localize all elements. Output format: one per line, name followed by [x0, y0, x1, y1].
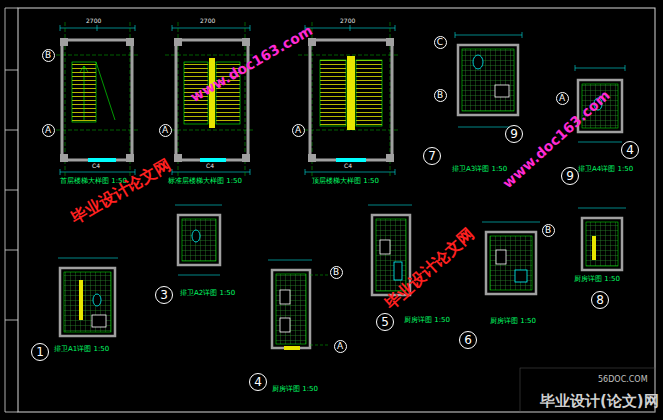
- dimension: 2700: [340, 18, 355, 25]
- axis-bubble: C: [434, 36, 447, 49]
- axis-letter: A: [559, 94, 565, 103]
- callout-number: 6: [464, 334, 472, 346]
- callout-number: 4: [254, 376, 262, 388]
- drawing-title: 厨房详图 1:50: [490, 318, 536, 326]
- axis-letter: B: [333, 268, 339, 277]
- window-tag: C4: [344, 163, 352, 170]
- axis-letter: C: [437, 38, 443, 47]
- logo-url: 56DOC.COM: [598, 376, 648, 385]
- axis-bubble: A: [42, 124, 55, 137]
- window-tag: C4: [206, 163, 214, 170]
- dimension: 2700: [200, 18, 215, 25]
- axis-letter: B: [45, 51, 51, 60]
- axis-bubble: B: [434, 89, 447, 102]
- callout-number: 9: [510, 128, 518, 140]
- axis-bubble: A: [159, 124, 172, 137]
- axis-bubble: A: [556, 92, 569, 105]
- axis-bubble: B: [330, 266, 343, 279]
- drawing-title: 排卫A4详图 1:50: [578, 166, 633, 174]
- callout-number: 3: [160, 289, 168, 301]
- detail-number-bubble: 9: [505, 125, 523, 143]
- window-tag: C4: [92, 163, 100, 170]
- drawing-title: 厨房详图 1:50: [574, 276, 620, 284]
- callout-number: 4: [626, 144, 634, 156]
- detail-number-bubble: 9: [561, 167, 579, 185]
- callout-number: 1: [36, 346, 44, 358]
- detail-number-bubble: 3: [155, 286, 173, 304]
- detail-number-bubble: 8: [591, 291, 609, 309]
- drawing-title: 排卫A3详图 1:50: [452, 166, 507, 174]
- axis-letter: A: [162, 126, 168, 135]
- drawing-title: 厨房详图 1:50: [404, 317, 450, 325]
- drawing-title: 标准层楼梯大样图 1:50: [168, 178, 242, 186]
- drawing-title: 排卫A1详图 1:50: [54, 346, 109, 354]
- dimension: 2700: [86, 18, 101, 25]
- axis-letter: A: [295, 126, 301, 135]
- callout-number: 7: [428, 150, 436, 162]
- axis-bubble: B: [42, 49, 55, 62]
- axis-letter: B: [545, 226, 551, 235]
- callout-number: 5: [381, 316, 389, 328]
- axis-letter: A: [45, 126, 51, 135]
- logo-text: 毕业设计(论文)网: [540, 393, 659, 410]
- axis-bubble: A: [292, 124, 305, 137]
- callout-number: 9: [566, 170, 574, 182]
- detail-number-bubble: 4: [249, 373, 267, 391]
- drawing-title: 排卫A2详图 1:50: [180, 290, 235, 298]
- watermark: 毕业设计论文网: [68, 156, 174, 227]
- drawing-title: 厨房详图 1:50: [272, 386, 318, 394]
- detail-number-bubble: 5: [376, 313, 394, 331]
- axis-letter: B: [437, 91, 443, 100]
- axis-letter: A: [337, 342, 343, 351]
- detail-number-bubble: 6: [459, 331, 477, 349]
- detail-number-bubble: 4: [621, 141, 639, 159]
- detail-number-bubble: 1: [31, 343, 49, 361]
- callout-number: 8: [596, 294, 604, 306]
- drawing-title: 顶层楼梯大样图 1:50: [312, 178, 379, 186]
- axis-bubble: B: [542, 224, 555, 237]
- axis-bubble: A: [334, 340, 347, 353]
- detail-number-bubble: 7: [423, 147, 441, 165]
